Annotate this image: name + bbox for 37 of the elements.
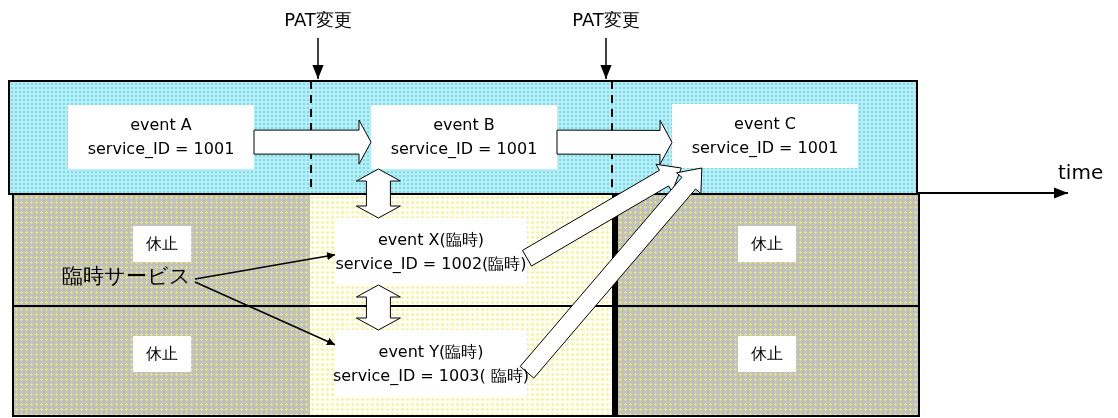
label-box xyxy=(68,105,254,169)
leader-line xyxy=(194,252,336,280)
block-arrow xyxy=(522,163,682,267)
block-arrow xyxy=(253,119,372,165)
label-box xyxy=(738,226,796,262)
label-box xyxy=(335,330,527,397)
event-text: 休止 xyxy=(146,343,178,365)
event-text: event A xyxy=(130,114,192,136)
axis-label: time xyxy=(1058,160,1104,184)
annotation-text: PAT変更 xyxy=(572,9,640,30)
label-box xyxy=(133,226,191,262)
event-text: service_ID = 1002(臨時) xyxy=(335,252,527,275)
event-text: event Y(臨時) xyxy=(378,340,484,363)
label-box xyxy=(672,104,858,168)
block-arrow xyxy=(519,167,703,379)
event-text: 休止 xyxy=(751,233,783,255)
pointer-arrow xyxy=(600,37,612,80)
event-text: service_ID = 1001 xyxy=(87,138,235,160)
label-box xyxy=(371,105,557,169)
event-text: service_ID = 1001 xyxy=(390,138,538,160)
label-box xyxy=(133,336,191,372)
annotation-text: 臨時サービス xyxy=(62,264,191,288)
event-text: 休止 xyxy=(146,233,178,255)
event-text: event B xyxy=(433,114,495,136)
double-block-arrow xyxy=(355,284,401,331)
double-block-arrow xyxy=(355,168,401,219)
annotation-text: PAT変更 xyxy=(284,9,352,30)
leader-line xyxy=(194,281,336,346)
pointer-arrow xyxy=(312,37,324,80)
event-text: event X(臨時) xyxy=(377,228,485,251)
event-text: 休止 xyxy=(751,343,783,365)
event-text: service_ID = 1003( 臨時) xyxy=(332,364,530,387)
event-text: service_ID = 1001 xyxy=(691,137,839,159)
label-box xyxy=(738,336,796,372)
label-box xyxy=(335,218,527,285)
block-arrow xyxy=(556,119,673,165)
event-text: event C xyxy=(734,113,796,135)
